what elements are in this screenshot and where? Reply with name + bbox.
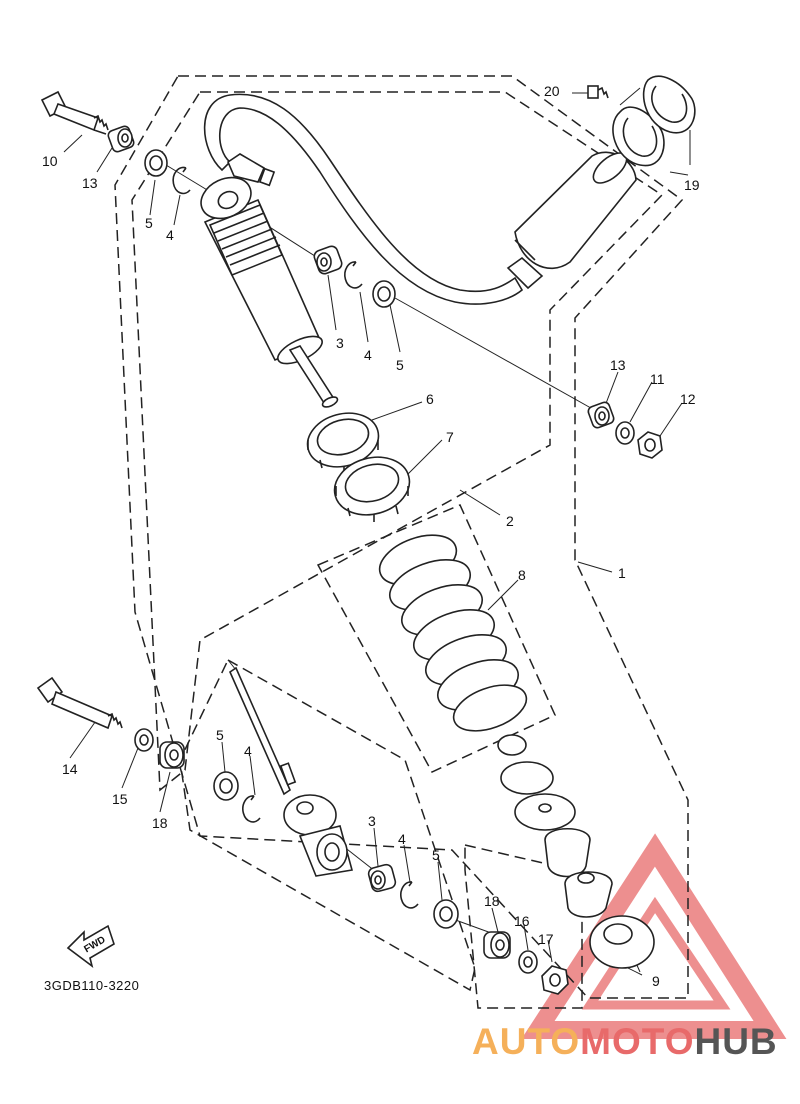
callout-6: 6: [426, 391, 434, 407]
spring-adjuster-ring: [306, 412, 380, 474]
upper-right-collar: [313, 245, 343, 275]
shock-absorber-body: [200, 176, 339, 408]
callout-labels: 1 2 3 3 4 4 4 4 5 5 5 5 6 7 8 9 10 11 12…: [42, 83, 700, 989]
callout-4: 4: [364, 347, 372, 363]
callout-13: 13: [82, 175, 98, 191]
callout-18: 18: [152, 815, 168, 831]
callout-18: 18: [484, 893, 500, 909]
lower-right-circlip: [400, 881, 419, 909]
lower-eye-housing: [283, 794, 354, 877]
callout-16: 16: [514, 913, 530, 929]
callout-5: 5: [216, 727, 224, 743]
callout-15: 15: [112, 791, 128, 807]
callout-1: 1: [618, 565, 626, 581]
lower-mounting-bolt: [36, 676, 123, 730]
lower-left-oil-seal: [213, 771, 239, 801]
callout-12: 12: [680, 391, 696, 407]
upper-right-circlip: [344, 261, 363, 289]
lower-right-washer: [518, 950, 538, 974]
gas-reservoir: [506, 151, 637, 290]
spring-group-outline: [316, 504, 556, 773]
upper-collar: [107, 125, 135, 153]
reservoir-band-bolt: [587, 85, 609, 99]
assembly-2-outline: [131, 91, 664, 792]
right-washer: [615, 421, 635, 445]
reservoir-mounting-bands: [612, 75, 696, 167]
callout-13: 13: [610, 357, 626, 373]
reservoir-hose: [203, 93, 524, 305]
callout-4: 4: [166, 227, 174, 243]
callout-3: 3: [336, 335, 344, 351]
shock-spring: [378, 534, 528, 732]
lower-nut: [541, 965, 569, 995]
callout-9: 9: [652, 973, 660, 989]
lower-right-oil-seal: [433, 899, 459, 929]
callout-5: 5: [432, 847, 440, 863]
callout-2: 2: [506, 513, 514, 529]
upper-left-oil-seal: [144, 149, 168, 177]
lower-right-collar: [483, 931, 511, 959]
watermark-text: AUTOMOTOHUB: [472, 1021, 778, 1062]
lower-pushrod: [228, 666, 297, 796]
spring-locknut-ring: [333, 456, 411, 522]
callout-5: 5: [145, 215, 153, 231]
callout-7: 7: [446, 429, 454, 445]
lower-left-collar: [159, 741, 185, 769]
callout-3: 3: [368, 813, 376, 829]
callout-20: 20: [544, 83, 560, 99]
upper-mounting-bolt: [40, 90, 109, 135]
upper-left-circlip: [172, 166, 191, 195]
callout-5: 5: [396, 357, 404, 373]
assembly-1-outline: [114, 75, 689, 999]
callout-17: 17: [538, 931, 554, 947]
callout-19: 19: [684, 177, 700, 193]
bump-stop-stack: [497, 734, 613, 918]
right-collar: [587, 401, 615, 429]
callout-4: 4: [244, 743, 252, 759]
callout-14: 14: [62, 761, 78, 777]
lower-washer: [134, 728, 154, 752]
lower-collar: [367, 863, 397, 893]
diagram-code: 3GDB110-3220: [44, 978, 139, 993]
callout-11: 11: [650, 371, 665, 387]
lower-left-circlip: [242, 795, 261, 823]
lower-spring-seat: [589, 915, 655, 969]
upper-right-oil-seal: [372, 280, 396, 308]
callout-10: 10: [42, 153, 58, 169]
callout-8: 8: [518, 567, 526, 583]
lower-collar-group-outline: [464, 844, 583, 1009]
upper-nut: [637, 431, 663, 459]
callout-4: 4: [398, 831, 406, 847]
forward-direction-arrow: FWD: [66, 924, 115, 968]
